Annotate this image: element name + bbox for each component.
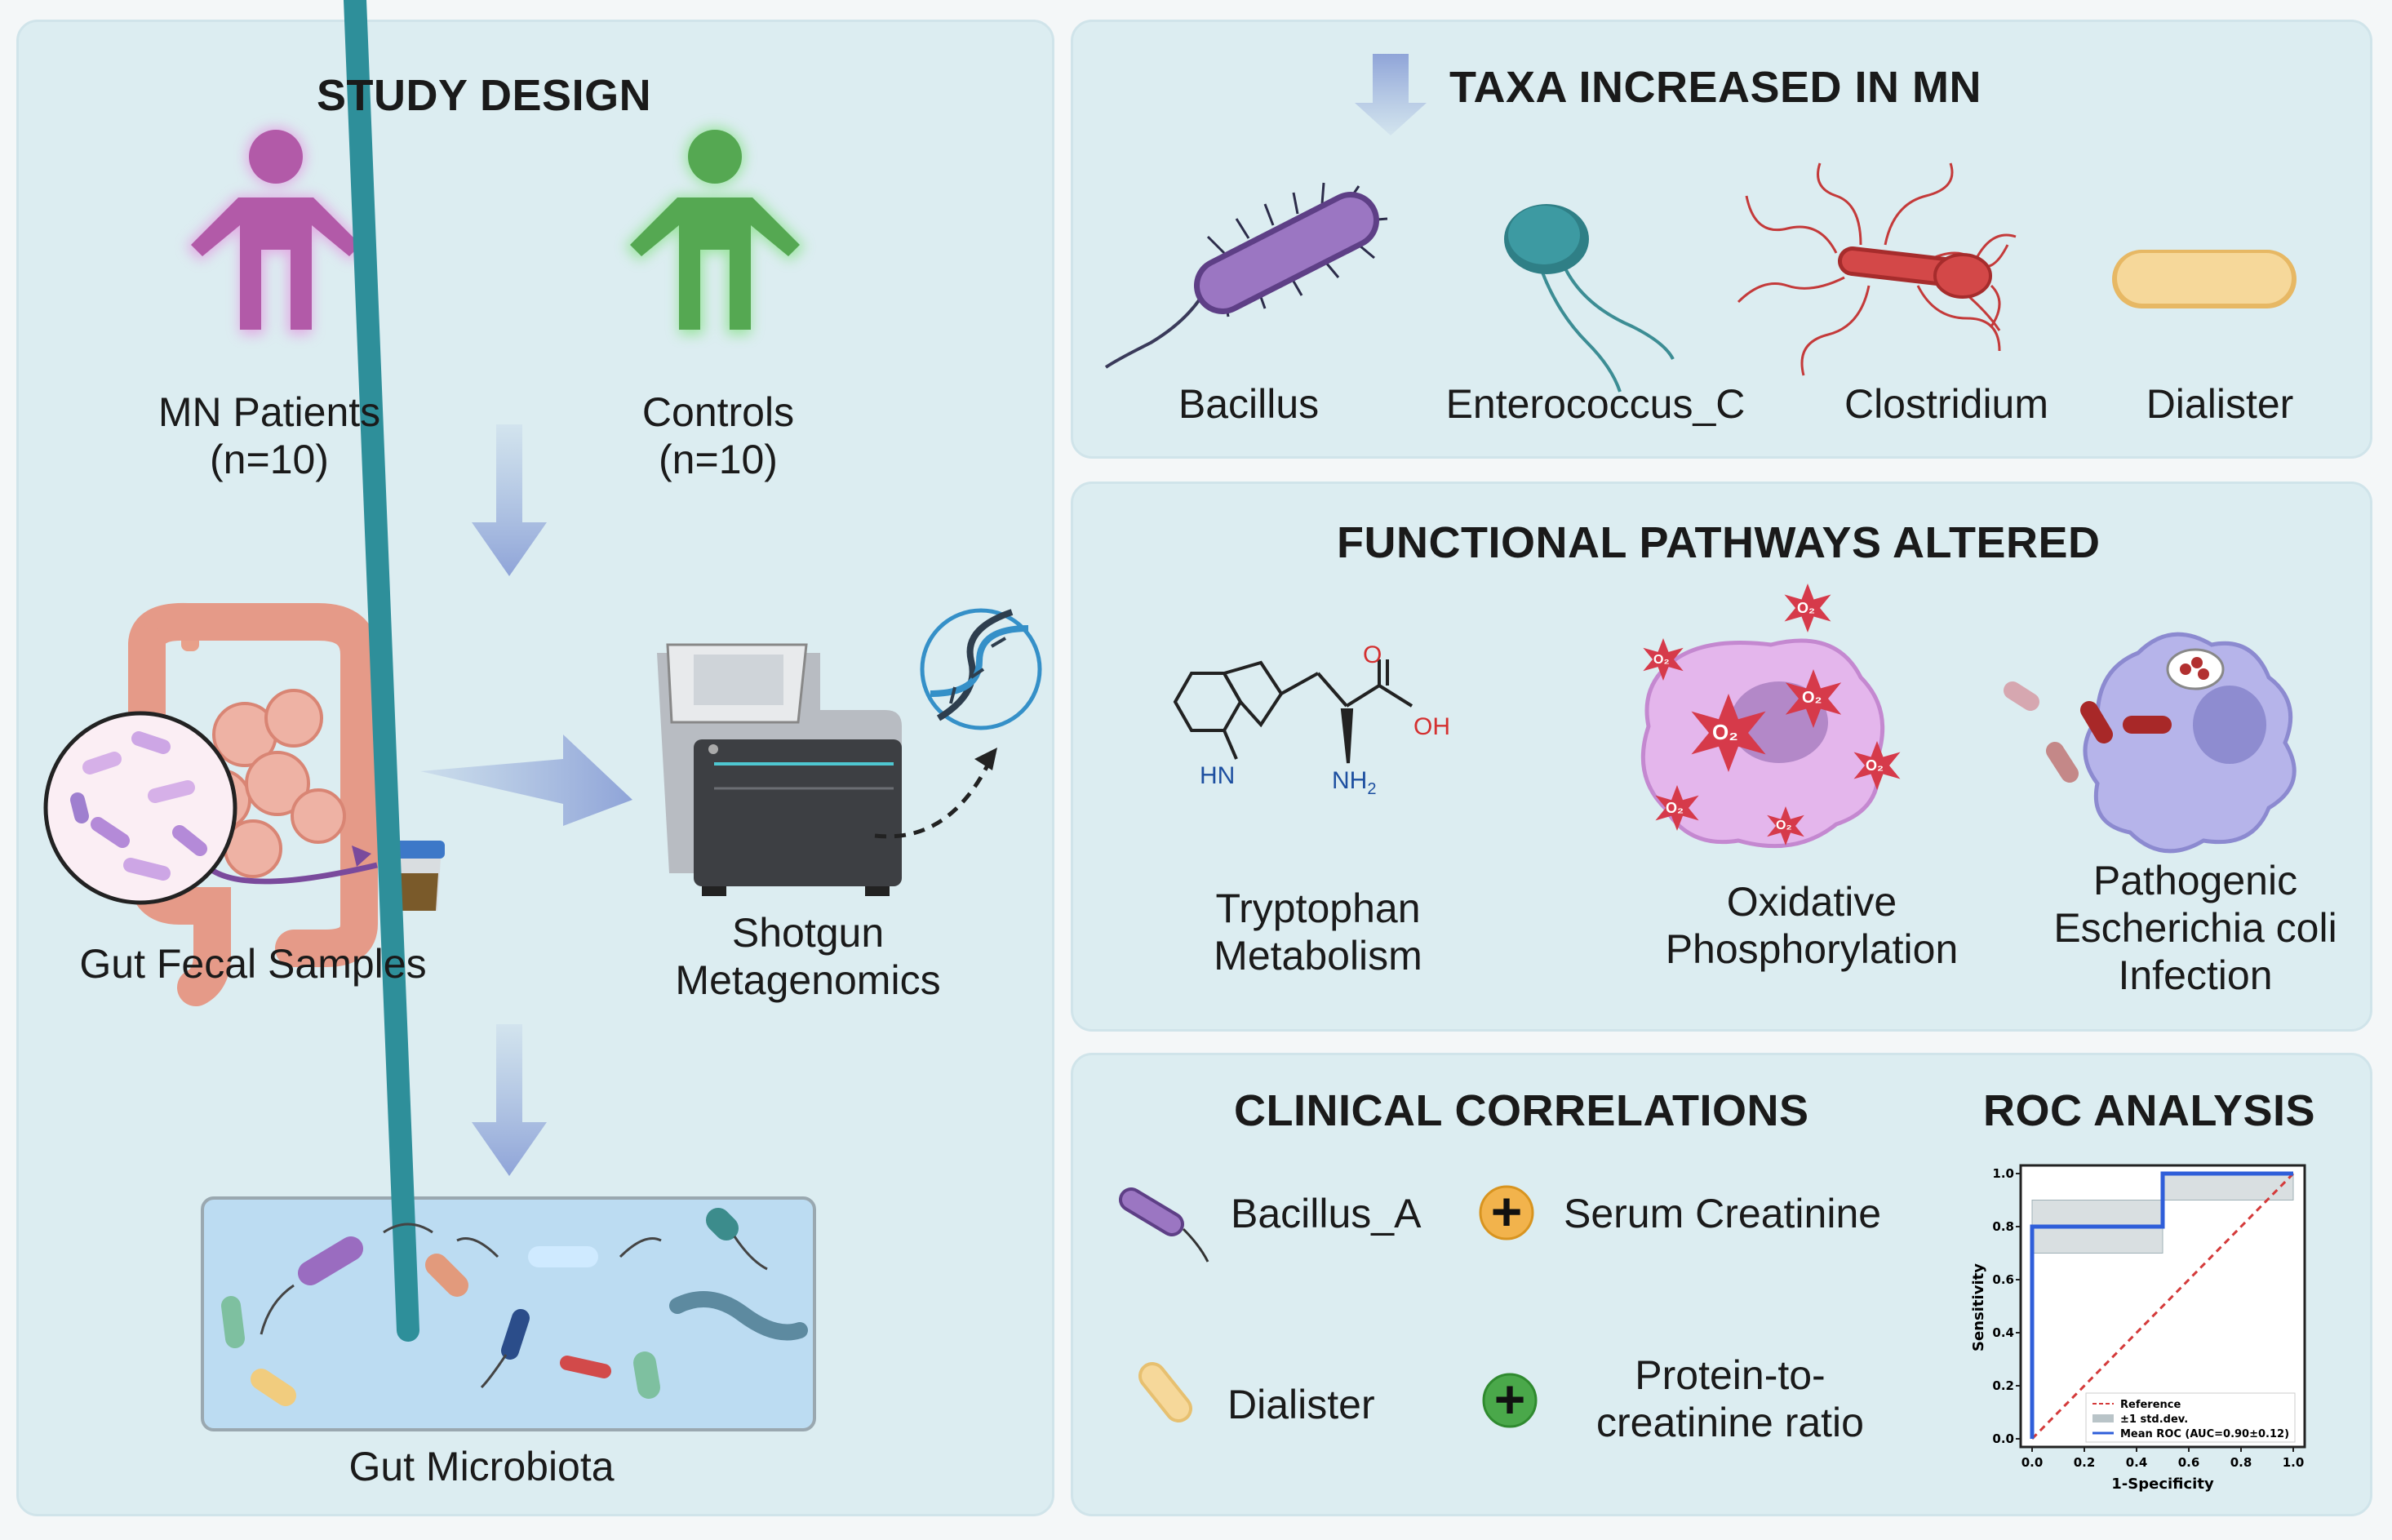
control-figure-icon	[625, 127, 805, 335]
atom-nh: NH	[1332, 767, 1368, 794]
microbiota-label: Gut Microbiota	[348, 1444, 615, 1489]
clinical-marker-serum-creatinine: Serum Creatinine	[1564, 1191, 1882, 1236]
pathway-ecoli: Pathogenic Escherichia coli Infection	[2016, 857, 2375, 999]
sequencing-label-line1: Shotgun	[731, 910, 885, 956]
pathway-oxphos-line1: Oxidative	[1726, 879, 1897, 925]
controls-label: Controls (n=10)	[571, 388, 865, 483]
patients-label: MN Patients (n=10)	[122, 388, 416, 483]
sequencing-label: Shotgun Metagenomics	[645, 909, 971, 1004]
patients-label-text: MN Patients	[158, 389, 381, 435]
atom-hn: HN	[1200, 762, 1236, 789]
pathway-tryptophan-line2: Metabolism	[1214, 933, 1422, 979]
pathway-ecoli-line3: Infection	[2118, 952, 2273, 998]
tryptophan-structure-icon	[1173, 659, 1413, 764]
bacillus-icon	[1104, 182, 1388, 369]
taxa-title: TAXA INCREASED IN MN	[1449, 63, 1982, 112]
pathways-title: FUNCTIONAL PATHWAYS ALTERED	[1337, 518, 2101, 567]
atom-o: O	[1363, 641, 1382, 668]
clinical-marker-upcr: Protein-to- creatinine ratio	[1575, 1351, 1885, 1446]
atom-nh2: NH2	[1332, 767, 1376, 799]
taxon-label-clostridium: Clostridium	[1844, 381, 2049, 427]
clinical-taxon-dialister: Dialister	[1227, 1382, 1375, 1427]
atom-oh: OH	[1413, 713, 1450, 740]
e-coli-icon	[2004, 681, 2172, 783]
patients-count: (n=10)	[210, 437, 329, 482]
microbiota-box	[201, 0, 816, 1431]
positive-correlation-icon	[1479, 1185, 1534, 1240]
plus-symbol: +	[1493, 1369, 1526, 1429]
pathway-oxphos: Oxidative Phosphorylation	[1640, 878, 1983, 973]
dialister-small-icon	[1138, 1362, 1192, 1422]
bacillus-a-icon	[1119, 1187, 1209, 1263]
sequencing-label-line2: Metagenomics	[675, 957, 941, 1003]
dialister-icon	[2112, 250, 2297, 308]
reactive-oxygen-icon	[1643, 584, 1901, 845]
down-arrow-icon	[472, 1024, 547, 1176]
clinical-taxon-bacillus-a: Bacillus_A	[1231, 1191, 1422, 1236]
o2-label: O₂	[1666, 800, 1684, 816]
clinical-marker-upcr-line2: creatinine ratio	[1596, 1400, 1864, 1445]
o2-label: O₂	[1712, 720, 1738, 744]
pathway-ecoli-line1: Pathogenic	[2092, 858, 2298, 903]
dna-icon	[920, 608, 1042, 730]
taxon-label-bacillus: Bacillus	[1178, 381, 1320, 427]
taxon-label-enterococcus: Enterococcus_C	[1445, 381, 1746, 427]
o2-label: O₂	[1776, 819, 1792, 832]
positive-correlation-icon	[1482, 1373, 1538, 1428]
clostridium-icon	[1737, 162, 2017, 376]
study-design-title: STUDY DESIGN	[317, 71, 652, 120]
up-arrow-icon	[1355, 54, 1427, 135]
clinical-marker-upcr-line1: Protein-to-	[1635, 1352, 1826, 1398]
taxon-label-dialister: Dialister	[2146, 381, 2294, 427]
controls-label-text: Controls	[641, 389, 795, 435]
sequencer-icon	[657, 643, 997, 896]
pathway-tryptophan-line1: Tryptophan	[1215, 885, 1421, 931]
sample-jar-icon	[388, 841, 445, 911]
pathway-ecoli-line2: Escherichia coli	[2053, 905, 2337, 951]
o2-label: O₂	[1653, 653, 1670, 667]
pathway-tryptophan: Tryptophan Metabolism	[1175, 885, 1461, 979]
o2-label: O₂	[1802, 689, 1822, 707]
o2-label: O₂	[1797, 600, 1815, 616]
samples-label: Gut Fecal Samples	[79, 941, 427, 987]
pathway-oxphos-line2: Phosphorylation	[1665, 926, 1959, 972]
clinical-title: CLINICAL CORRELATIONS	[1234, 1086, 1809, 1135]
enterococcus-icon	[1504, 204, 1675, 393]
patient-figure-icon	[186, 127, 366, 335]
plus-symbol: +	[1490, 1181, 1523, 1241]
roc-title: ROC ANALYSIS	[1983, 1086, 2316, 1135]
macrophage-icon	[2083, 632, 2297, 854]
right-arrow-icon	[420, 734, 632, 826]
controls-count: (n=10)	[659, 437, 778, 482]
microbe-zoom-icon	[43, 711, 237, 905]
down-arrow-icon	[472, 424, 547, 576]
atom-nh-sub: 2	[1367, 780, 1377, 798]
o2-label: O₂	[1866, 757, 1884, 774]
